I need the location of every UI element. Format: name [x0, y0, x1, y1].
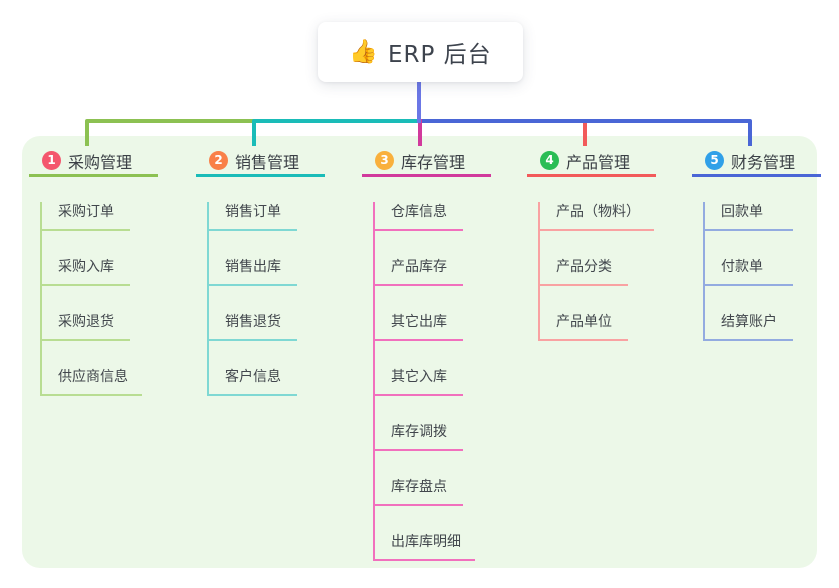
child-node[interactable]: 供应商信息: [42, 367, 142, 396]
branch-purchase-children: 采购订单 采购入库 采购退货 供应商信息: [40, 202, 158, 396]
canvas-panel: [22, 136, 817, 568]
child-node[interactable]: 库存盘点: [375, 477, 463, 506]
child-node[interactable]: 产品分类: [540, 257, 628, 286]
branch-product-label: 产品管理: [566, 152, 631, 172]
branch-inventory: 3 库存管理 仓库信息 产品库存 其它出库 其它入库 库存调拨 库存盘点 出库库…: [362, 147, 491, 561]
branch-purchase-title[interactable]: 1 采购管理: [29, 147, 158, 177]
branch-inventory-title[interactable]: 3 库存管理: [362, 147, 491, 177]
child-node[interactable]: 产品单位: [540, 312, 628, 341]
child-node[interactable]: 销售订单: [209, 202, 297, 231]
child-node[interactable]: 销售出库: [209, 257, 297, 286]
child-node[interactable]: 产品库存: [375, 257, 463, 286]
child-node[interactable]: 销售退货: [209, 312, 297, 341]
branch-product-title[interactable]: 4 产品管理: [527, 147, 656, 177]
branch-finance-label: 财务管理: [731, 152, 796, 172]
branch-product: 4 产品管理 产品（物料） 产品分类 产品单位: [527, 147, 656, 341]
child-node[interactable]: 回款单: [705, 202, 793, 231]
root-node[interactable]: 👍 ERP 后台: [318, 22, 523, 82]
badge-4: 4: [540, 151, 559, 170]
branch-sales-children: 销售订单 销售出库 销售退货 客户信息: [207, 202, 325, 396]
branch-purchase-label: 采购管理: [68, 152, 133, 172]
child-node[interactable]: 采购入库: [42, 257, 130, 286]
child-node[interactable]: 采购退货: [42, 312, 130, 341]
child-node[interactable]: 仓库信息: [375, 202, 463, 231]
badge-1: 1: [42, 151, 61, 170]
branch-finance-title[interactable]: 5 财务管理: [692, 147, 821, 177]
branch-purchase: 1 采购管理 采购订单 采购入库 采购退货 供应商信息: [29, 147, 158, 396]
branch-finance: 5 财务管理 回款单 付款单 结算账户: [692, 147, 821, 341]
child-node[interactable]: 结算账户: [705, 312, 793, 341]
branch-inventory-label: 库存管理: [401, 152, 466, 172]
badge-2: 2: [209, 151, 228, 170]
branch-finance-children: 回款单 付款单 结算账户: [703, 202, 821, 341]
root-node-label: ERP 后台: [387, 42, 492, 68]
badge-3: 3: [375, 151, 394, 170]
child-node[interactable]: 其它入库: [375, 367, 463, 396]
child-node[interactable]: 付款单: [705, 257, 793, 286]
child-node[interactable]: 出库库明细: [375, 532, 475, 561]
child-node[interactable]: 客户信息: [209, 367, 297, 396]
branch-inventory-children: 仓库信息 产品库存 其它出库 其它入库 库存调拨 库存盘点 出库库明细: [373, 202, 491, 561]
branch-sales-label: 销售管理: [235, 152, 300, 172]
child-node[interactable]: 库存调拨: [375, 422, 463, 451]
branch-sales-title[interactable]: 2 销售管理: [196, 147, 325, 177]
child-node[interactable]: 其它出库: [375, 312, 463, 341]
branch-product-children: 产品（物料） 产品分类 产品单位: [538, 202, 656, 341]
child-node[interactable]: 产品（物料）: [540, 202, 654, 231]
thumbs-up-emoji: 👍: [349, 38, 378, 65]
badge-5: 5: [705, 151, 724, 170]
branch-sales: 2 销售管理 销售订单 销售出库 销售退货 客户信息: [196, 147, 325, 396]
child-node[interactable]: 采购订单: [42, 202, 130, 231]
